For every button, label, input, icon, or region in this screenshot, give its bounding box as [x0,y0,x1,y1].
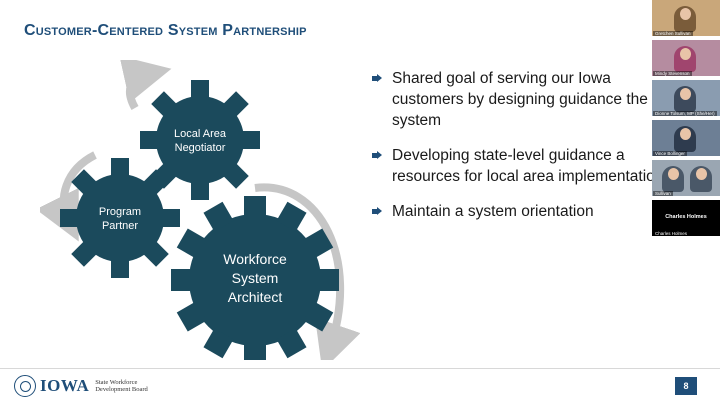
slide-title: Customer-Centered System Partnership [24,22,307,39]
participant-name: Sullivan [653,191,673,196]
iowa-seal-icon [14,375,36,397]
participant-name: Gretchen Sullivan [653,31,693,36]
iowa-logo: IOWA State Workforce Development Board [14,374,148,398]
gear-diagram: Local Area Negotiator Program Partner [40,60,360,360]
gear-label-program: Program [99,206,141,218]
footer-divider [0,368,720,369]
bullet-arrow-icon [372,151,382,160]
cycle-arrow-top [119,60,172,110]
participant-center-label: Charles Holmes [665,214,707,220]
gear-workforce-system-architect: Workforce System Architect [171,196,339,360]
bullet-text: Developing state-level guidance a resour… [392,147,664,185]
bullet-list: Shared goal of serving our Iowa customer… [372,68,672,236]
bullet-item: Developing state-level guidance a resour… [372,145,672,187]
logo-wordmark: IOWA [40,376,90,395]
participant-name: Vince Bollinger [653,151,687,156]
participant-name: Charles Holmes [653,231,690,236]
gear-label-negotiator: Negotiator [175,142,226,154]
bullet-arrow-icon [372,74,382,83]
participant-tile[interactable]: Charles Holmes Charles Holmes [652,200,720,236]
gear-local-area-negotiator: Local Area Negotiator [140,80,260,200]
logo-sub-line2: Development Board [95,386,148,393]
bullet-text: Shared goal of serving our Iowa customer… [392,70,648,129]
participant-tile[interactable]: Sullivan [652,160,720,196]
page-number-badge: 8 [675,377,697,395]
bullet-arrow-icon [372,207,382,216]
bullet-text: Maintain a system orientation [392,203,594,220]
logo-sub-line1: State Workforce [95,378,138,386]
gear-label-local-area: Local Area [174,128,227,140]
gear-label-system: System [232,270,279,286]
participant-tile[interactable]: Dionne Tolsum, MP (She/Her) [652,80,720,116]
gear-label-partner: Partner [102,220,138,232]
participant-tile[interactable]: Mindy Stevenson [652,40,720,76]
gear-program-partner: Program Partner [60,158,180,278]
cycle-arrow-right [254,183,360,360]
logo-subtitle: State Workforce Development Board [95,379,148,394]
participant-tile[interactable]: Vince Bollinger [652,120,720,156]
bullet-item: Maintain a system orientation [372,201,672,222]
participant-tile[interactable]: Gretchen Sullivan [652,0,720,36]
gear-label-architect: Architect [228,289,283,305]
gear-label-workforce: Workforce [223,251,287,267]
participant-name: Mindy Stevenson [653,71,692,76]
bullet-item: Shared goal of serving our Iowa customer… [372,68,672,131]
participant-video-strip: Gretchen Sullivan Mindy Stevenson Dionne… [652,0,720,240]
participant-name: Dionne Tolsum, MP (She/Her) [653,111,717,116]
